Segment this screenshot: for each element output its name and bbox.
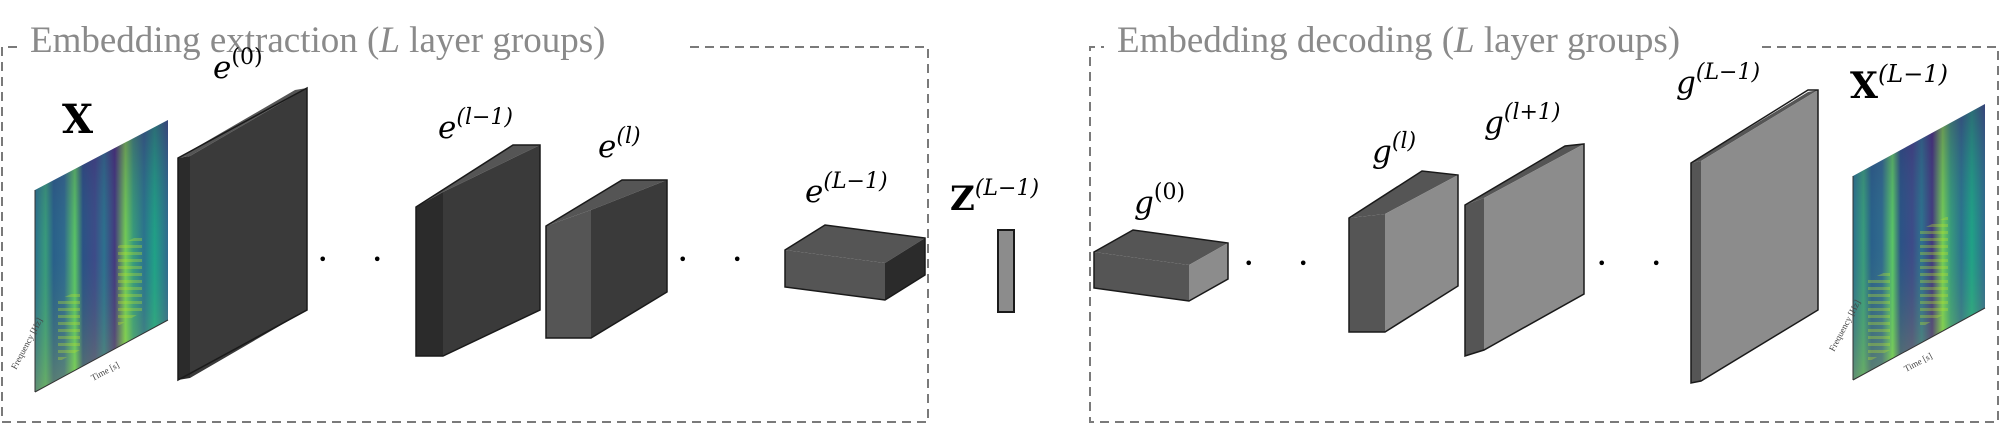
ellipsis-decoder-1: • • •: [1244, 254, 1382, 273]
encoder-block-l: [545, 179, 668, 339]
encoder-block-l-minus-1: [415, 144, 541, 357]
input-spectrogram: Frequency [Hz] Time [s]: [9, 120, 169, 393]
latent-label: Z(L−1): [950, 176, 1039, 219]
encoder-label-L-minus-1: e(L−1): [805, 169, 888, 210]
encoder-label-0: e(0): [213, 45, 263, 86]
encoder-label-l: e(l): [598, 124, 641, 165]
encoder-block-0: [177, 86, 308, 382]
input-spectrogram-xlabel: Time [s]: [89, 360, 121, 383]
decoder-block-l-plus-1: [1464, 143, 1585, 358]
encoder-label-l-minus-1: e(l−1): [438, 105, 513, 146]
decoder-label-0: g(0): [1134, 180, 1185, 221]
extraction-group-box: [1, 46, 929, 423]
output-spectrogram: Frequency [Hz] Time [s]: [1827, 104, 1986, 381]
output-label: X(L−1): [1850, 60, 1948, 107]
decoding-group-title: Embedding decoding (L layer groups): [1117, 20, 1680, 61]
decoding-group-box: [1089, 46, 1999, 423]
output-spectrogram-xlabel: Time [s]: [1902, 351, 1934, 374]
decoder-block-L-minus-1: [1690, 89, 1819, 384]
latent-block: [997, 229, 1015, 313]
decoder-label-l-plus-1: g(l+1): [1484, 100, 1561, 141]
encoder-block-L-minus-1: [784, 224, 926, 301]
ellipsis-decoder-2: • • •: [1597, 254, 1735, 273]
decoder-block-0: [1093, 229, 1229, 302]
decoder-label-l: g(l): [1372, 129, 1416, 170]
ellipsis-encoder-1: • • •: [318, 250, 456, 269]
decoder-block-l: [1348, 170, 1459, 333]
ellipsis-encoder-2: • • •: [678, 250, 816, 269]
decoder-label-L-minus-1: g(L−1): [1676, 60, 1760, 101]
input-label: X: [62, 96, 93, 143]
extraction-group-title: Embedding extraction (L layer groups): [30, 20, 605, 61]
